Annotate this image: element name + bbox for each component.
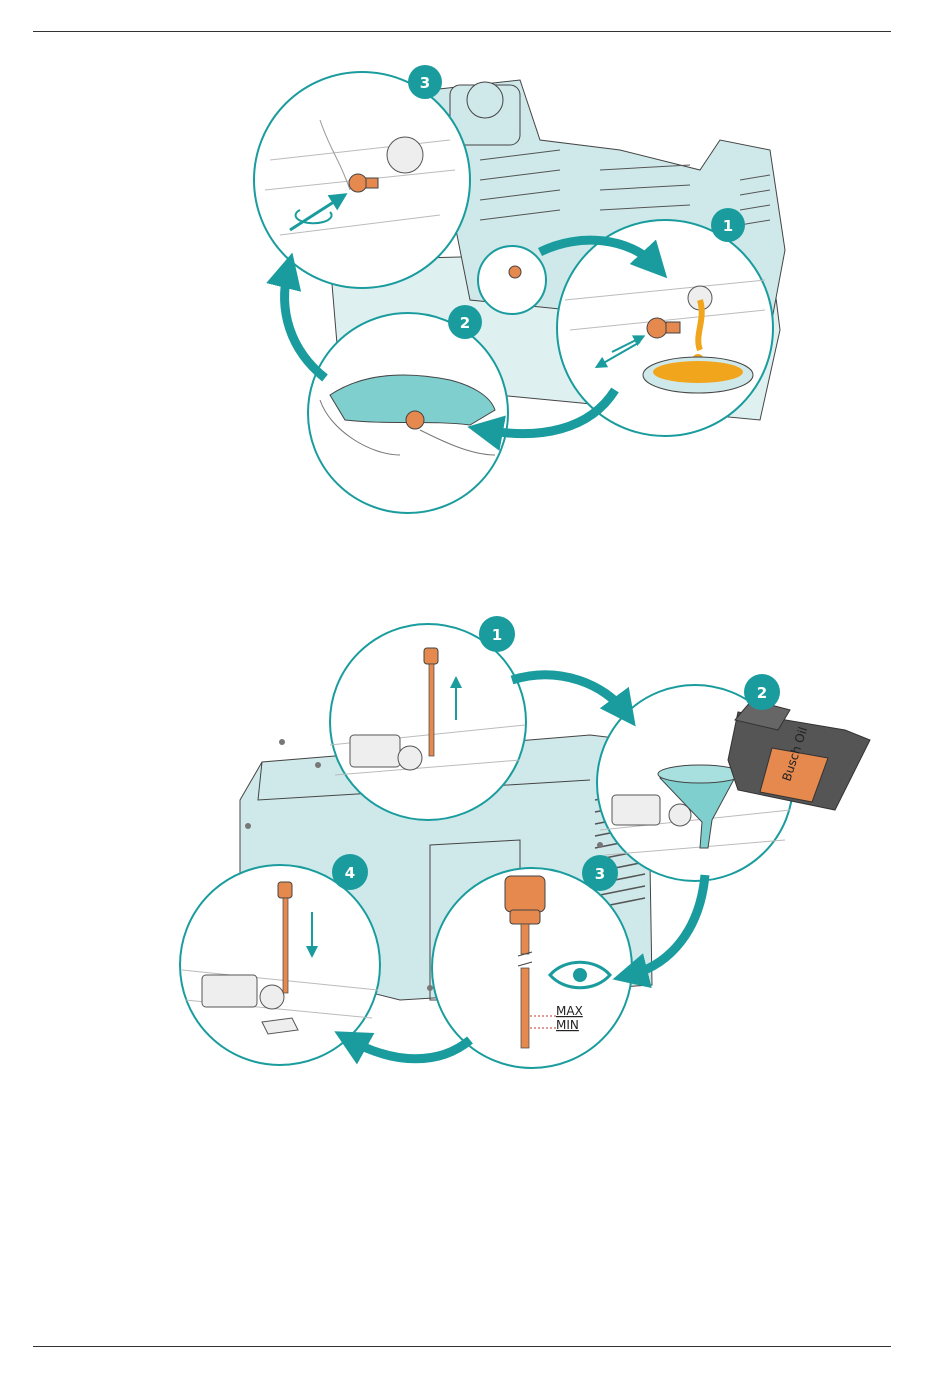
step-remove-dipstick: 1 — [330, 616, 526, 820]
figure-oil-fill: 1 Busch Oil 2 MAX — [180, 616, 870, 1068]
step-number: 1 — [723, 217, 733, 235]
figure-oil-drain: 3 1 2 — [254, 65, 785, 513]
dipstick-min-label: MIN — [556, 1018, 579, 1032]
dipstick-max-label: MAX — [556, 1004, 583, 1018]
step-number: 3 — [595, 865, 605, 883]
step-number: 3 — [420, 74, 430, 92]
step-number: 2 — [460, 314, 470, 332]
step-number: 4 — [345, 864, 355, 882]
step-reinsert-dipstick: 4 — [180, 854, 380, 1065]
step-fill-oil: Busch Oil 2 — [597, 674, 870, 881]
eye-icon — [550, 962, 610, 988]
step-number: 1 — [492, 626, 502, 644]
step-number: 2 — [757, 684, 767, 702]
